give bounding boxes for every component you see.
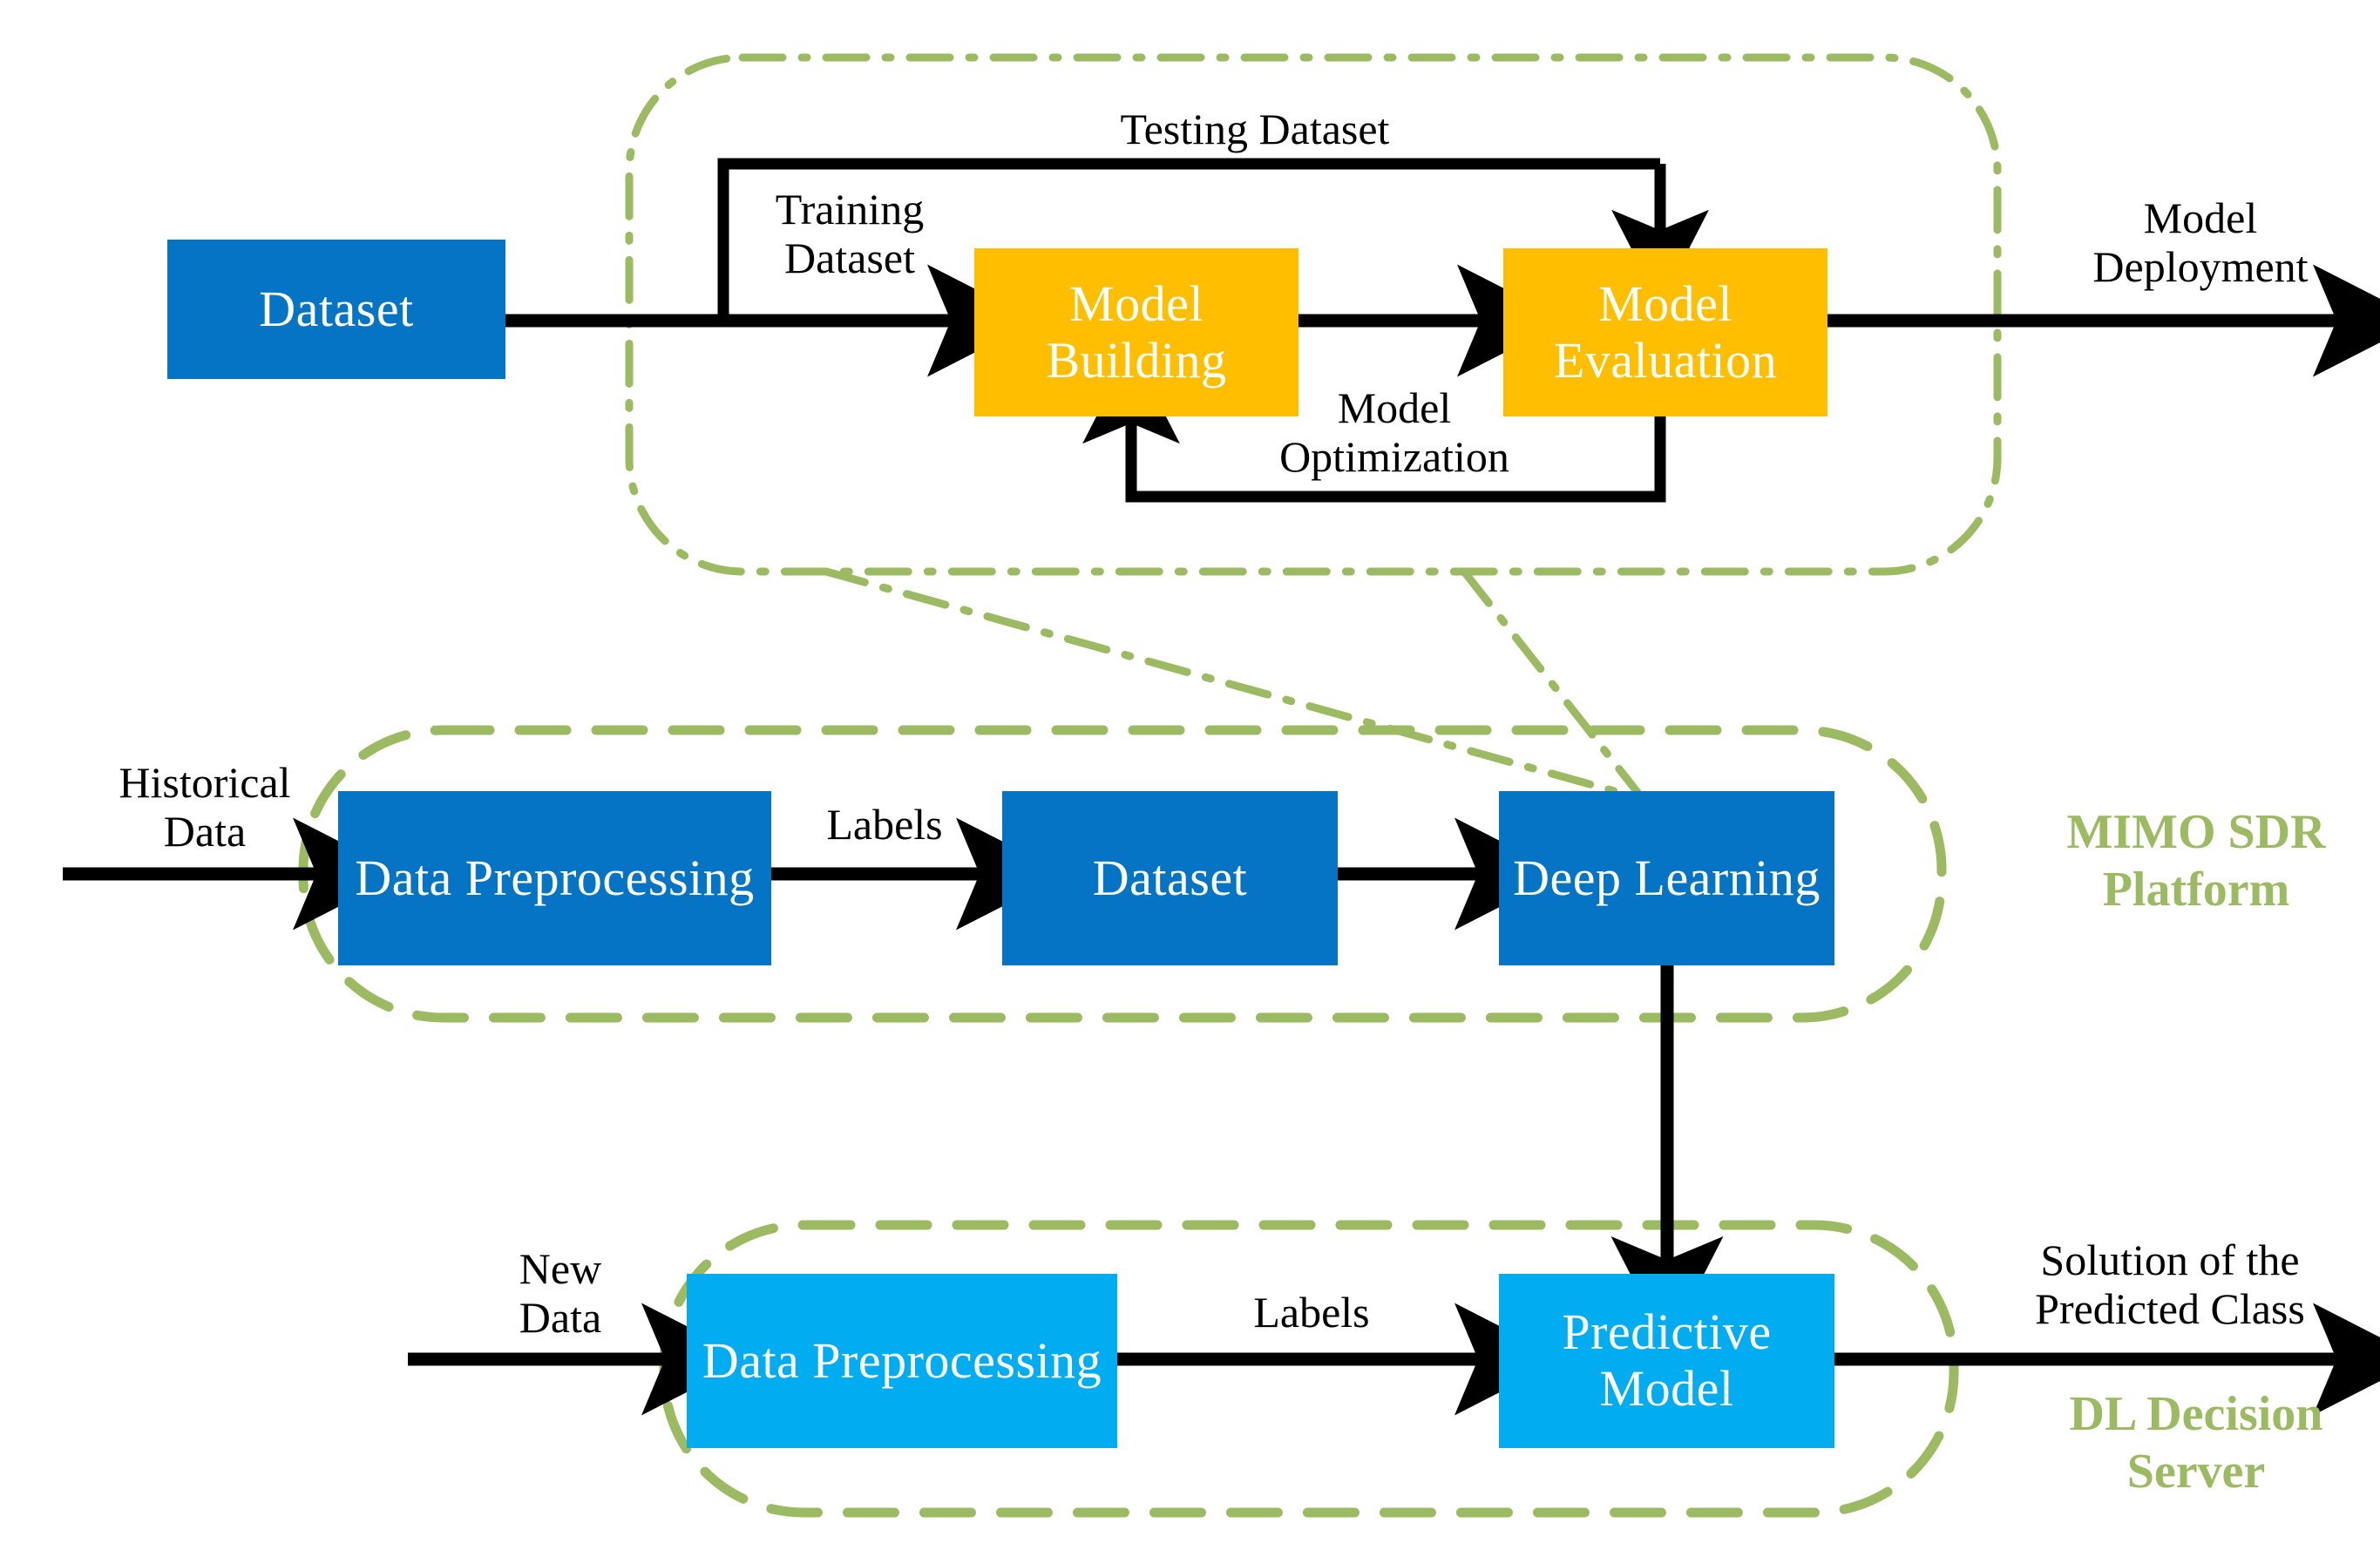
- node-label: Model Evaluation: [1553, 274, 1778, 389]
- node-label: Data Preprocessing: [702, 1331, 1102, 1389]
- edge-label-new-data: New Data: [519, 1244, 602, 1342]
- node-predictive-model[interactable]: Predictive Model: [1499, 1274, 1834, 1448]
- group-label-mimo-sdr-platform: MIMO SDR Platform: [2066, 805, 2326, 917]
- node-dataset-middle[interactable]: Dataset: [1002, 791, 1338, 965]
- arrow-model-optimization-loop: [1082, 349, 1666, 503]
- edge-label-labels-bottom: Labels: [1253, 1288, 1370, 1337]
- node-label: Data Preprocessing: [355, 849, 755, 906]
- node-label: Dataset: [1092, 849, 1248, 906]
- edge-label-model-deployment: Model Deployment: [2092, 193, 2309, 291]
- node-label: Deep Learning: [1513, 849, 1821, 906]
- perspective-connector-left: [822, 567, 1647, 803]
- edge-label-historical-data: Historical Data: [119, 758, 291, 856]
- edge-label-solution-predicted-class: Solution of the Predicted Class: [2035, 1235, 2305, 1333]
- node-label: Predictive Model: [1562, 1303, 1772, 1417]
- node-dataset-top[interactable]: Dataset: [167, 240, 505, 379]
- group-label-dl-decision-server: DL Decision Server: [2069, 1387, 2323, 1499]
- node-data-preprocessing-bottom[interactable]: Data Preprocessing: [687, 1274, 1117, 1448]
- testing-dataset-riser: [717, 158, 1660, 321]
- edge-label-model-optimization: Model Optimization: [1279, 383, 1509, 481]
- node-data-preprocessing-middle[interactable]: Data Preprocessing: [338, 791, 771, 965]
- edge-label-training-dataset: Training Dataset: [775, 185, 925, 282]
- edge-label-labels-middle: Labels: [826, 800, 943, 849]
- node-label: Dataset: [259, 280, 414, 337]
- node-deep-learning[interactable]: Deep Learning: [1499, 791, 1834, 965]
- perspective-connector-right: [1460, 567, 1647, 803]
- edge-label-testing-dataset: Testing Dataset: [1120, 105, 1390, 153]
- node-label: Model Building: [1046, 274, 1227, 389]
